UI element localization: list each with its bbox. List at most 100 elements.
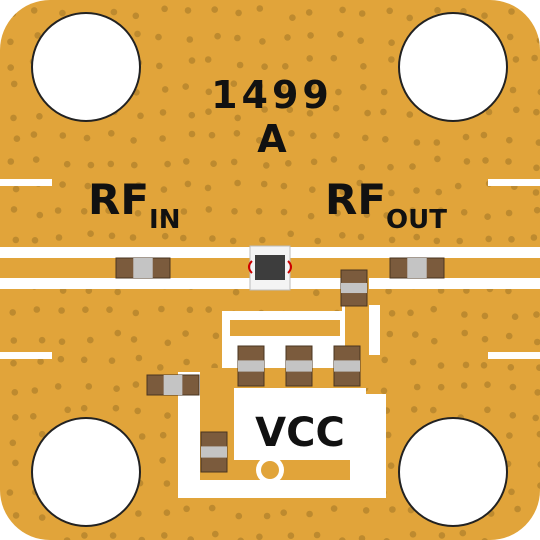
- via-dot: [80, 404, 88, 412]
- bias-trace-left: [230, 320, 340, 336]
- via-dot: [507, 364, 515, 371]
- via-dot: [87, 336, 94, 344]
- via-dot: [481, 12, 488, 19]
- smd-chip-icon: [237, 345, 265, 387]
- part-number: 1499: [211, 73, 333, 117]
- via-dot: [431, 337, 438, 345]
- via-dot: [160, 186, 168, 193]
- via-dot: [330, 505, 338, 512]
- via-dot: [333, 132, 340, 139]
- via-dot: [535, 139, 540, 146]
- via-dot: [36, 113, 43, 120]
- via-dot: [105, 207, 112, 214]
- via-dot: [513, 106, 520, 114]
- via-dot: [130, 137, 137, 144]
- via-dot: [114, 288, 121, 296]
- rf-in-sub: IN: [149, 205, 180, 235]
- via-dot: [59, 132, 67, 139]
- via-dot: [406, 111, 414, 118]
- via-dot: [280, 182, 288, 190]
- via-dot: [386, 330, 394, 338]
- via-dot: [509, 412, 517, 419]
- via-dot: [536, 364, 540, 372]
- via-dot: [534, 338, 540, 346]
- via-dot: [337, 31, 344, 38]
- via-dot: [435, 188, 443, 196]
- circle-hole-icon: [31, 12, 141, 122]
- via-dot: [461, 311, 468, 318]
- via-dot: [339, 6, 346, 14]
- circle-hole-icon: [398, 417, 508, 527]
- revision-letter: A: [257, 117, 287, 161]
- via-dot: [438, 532, 446, 539]
- via-dot: [161, 86, 169, 93]
- via-dot: [208, 504, 216, 512]
- via-dot: [7, 158, 15, 165]
- via-dot: [362, 134, 369, 142]
- via-dot: [188, 130, 196, 138]
- via-dot: [38, 514, 46, 521]
- via-dot: [434, 155, 441, 163]
- via-dot: [459, 529, 467, 537]
- via-dot: [159, 109, 167, 116]
- via-dot: [255, 208, 263, 215]
- rf-in-label: RFIN: [88, 175, 180, 235]
- via-dot: [129, 234, 137, 241]
- smd-chip-icon: [115, 257, 171, 279]
- via-dot: [211, 6, 218, 13]
- via-dot: [305, 9, 313, 16]
- via-dot: [87, 230, 94, 237]
- via-dot: [288, 130, 295, 137]
- via-dot: [161, 5, 168, 13]
- via-dot: [135, 354, 143, 362]
- via-dot: [306, 510, 313, 518]
- via-dot: [134, 210, 142, 217]
- via-dot: [306, 110, 314, 117]
- via-dot: [109, 532, 117, 539]
- via-dot: [37, 358, 44, 365]
- via-dot: [164, 412, 171, 419]
- via-dot: [280, 85, 287, 93]
- via-dot: [108, 130, 115, 137]
- via-dot: [54, 383, 62, 390]
- via-dot: [205, 88, 213, 96]
- via-dot: [31, 237, 39, 244]
- via-dot: [509, 86, 517, 94]
- via-dot: [533, 206, 540, 214]
- via-dot: [389, 506, 396, 513]
- circle-hole-icon: [398, 12, 508, 122]
- via-dot: [114, 329, 122, 337]
- via-dot: [307, 212, 315, 220]
- via-dot: [287, 230, 295, 238]
- via-dot: [157, 364, 164, 371]
- bias-trace-down: [200, 368, 234, 388]
- via-dot: [506, 136, 513, 144]
- via-dot: [505, 209, 513, 217]
- via-dot: [307, 32, 314, 39]
- via-dot: [132, 381, 140, 388]
- rf-in-main: RF: [88, 175, 149, 224]
- via-dot: [461, 329, 469, 337]
- via-dot: [362, 507, 370, 514]
- via-dot: [533, 164, 540, 172]
- via-dot: [138, 536, 146, 540]
- via-dot: [388, 236, 396, 244]
- via-dot: [259, 236, 266, 244]
- via-dot: [30, 413, 37, 420]
- via-dot: [413, 233, 421, 241]
- via-dot: [11, 389, 19, 396]
- via-dot: [186, 306, 194, 314]
- via-dot: [138, 433, 146, 440]
- left-slot-bottom: [0, 352, 52, 359]
- via-dot: [183, 158, 190, 165]
- via-dot: [335, 88, 342, 96]
- smd-chip-icon: [389, 257, 445, 279]
- via-dot: [460, 209, 468, 216]
- via-dot: [462, 133, 470, 141]
- via-dot: [256, 5, 264, 12]
- via-dot: [159, 457, 166, 464]
- via-dot: [339, 232, 346, 239]
- via-dot: [10, 114, 17, 122]
- via-dot: [284, 34, 291, 41]
- via-dot: [110, 8, 118, 16]
